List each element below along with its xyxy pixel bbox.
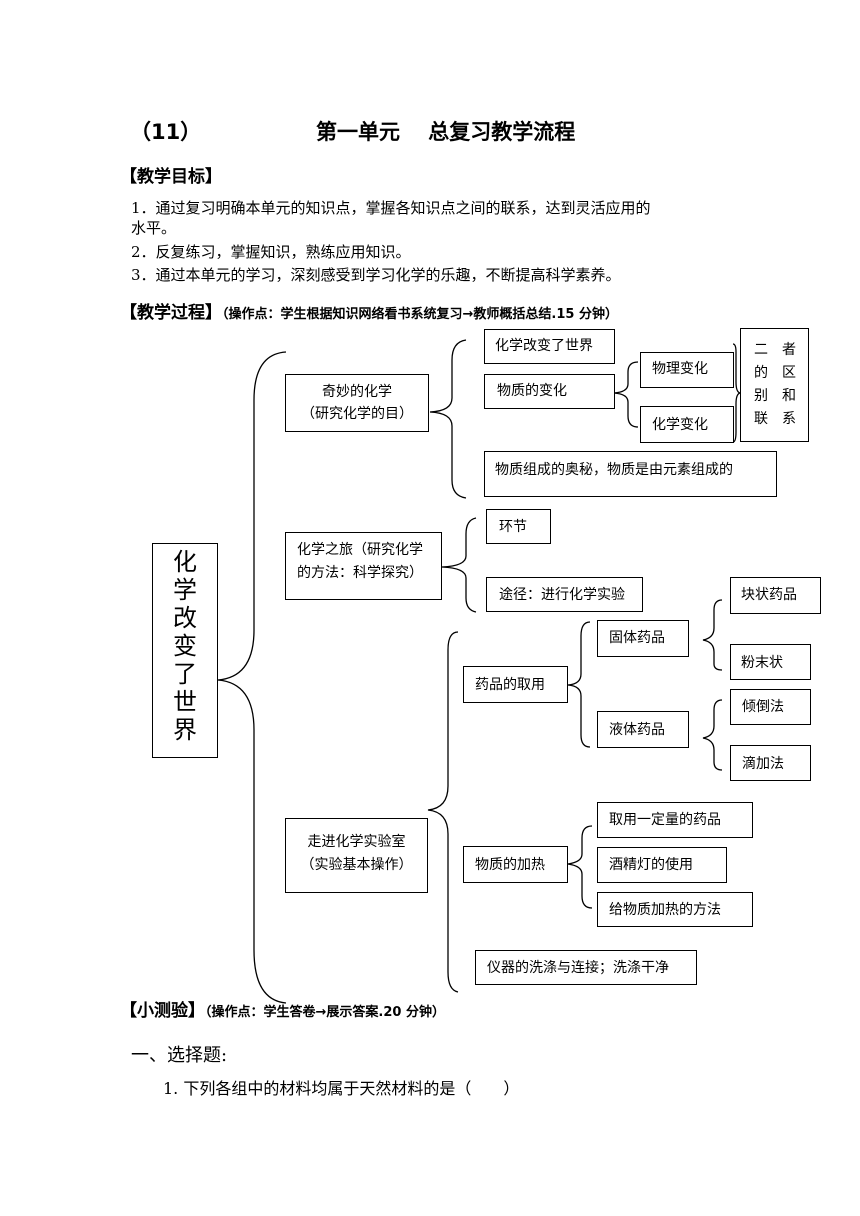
node-heating: 物质的加热	[463, 846, 568, 883]
root-char: 界	[173, 716, 197, 744]
objective-item: 1．通过复习明确本单元的知识点，掌握各知识点之间的联系，达到灵活应用的	[131, 199, 651, 217]
node-liquid-reagent: 液体药品	[597, 711, 689, 748]
quiz-heading-label: 【小测验】	[120, 1001, 205, 1021]
branch-chemistry-journey: 化学之旅（研究化学 的方法：科学探究）	[285, 532, 442, 600]
quiz-section-title: 一、选择题:	[131, 1045, 228, 1066]
branch3-line1: 走进化学实验室	[307, 834, 406, 850]
root-char: 化	[173, 548, 197, 576]
node-matter-change: 物质的变化	[484, 374, 615, 409]
process-note: （操作点：学生根据知识网络看书系统复习→教师概括总结.15 分钟）	[222, 307, 618, 322]
node-heating-method: 给物质加热的方法	[597, 892, 753, 927]
root-char: 改	[173, 604, 197, 632]
node-drop-method: 滴加法	[730, 745, 811, 781]
branch2-line1: 化学之旅（研究化学	[297, 542, 423, 558]
root-char: 世	[173, 688, 197, 716]
node-solid-reagent: 固体药品	[597, 620, 689, 657]
quiz-question: 1. 下列各组中的材料均属于天然材料的是（ ）	[163, 1079, 520, 1098]
process-heading-label: 【教学过程】	[120, 303, 222, 323]
quiz-heading: 【小测验】（操作点：学生答卷→展示答案.20 分钟）	[120, 996, 445, 1021]
lesson-number: （11）	[130, 120, 202, 144]
branch1-line1: 奇妙的化学	[322, 384, 392, 400]
process-heading: 【教学过程】（操作点：学生根据知识网络看书系统复习→教师概括总结.15 分钟）	[120, 298, 618, 323]
objective-item: 3．通过本单元的学习，深刻感受到学习化学的乐趣，不断提高科学素养。	[131, 266, 621, 284]
objectives-heading: 【教学目标】	[120, 167, 222, 187]
node-matter-composition: 物质组成的奥秘，物质是由元素组成的	[484, 451, 777, 497]
root-char: 学	[173, 576, 197, 604]
node-difference-relation: 二 者 的 区 别 和 联 系	[740, 328, 809, 442]
branch-into-lab: 走进化学实验室 （实验基本操作）	[285, 818, 428, 893]
objective-item: 2．反复练习，掌握知识，熟练应用知识。	[131, 243, 411, 261]
branch2-line2: 的方法：科学探究）	[297, 565, 423, 581]
branch-wonderful-chemistry: 奇妙的化学 （研究化学的目）	[285, 374, 429, 432]
page-title: 第一单元 总复习教学流程	[316, 120, 576, 144]
node-link: 环节	[486, 509, 551, 544]
node-chemistry-changes-world: 化学改变了世界	[484, 329, 615, 364]
node-wash-connect: 仪器的洗涤与连接；洗涤干净	[475, 950, 697, 985]
objective-item: 水平。	[131, 219, 177, 237]
node-physical-change: 物理变化	[640, 352, 734, 388]
node-measured-reagent: 取用一定量的药品	[597, 802, 753, 838]
node-alcohol-lamp: 酒精灯的使用	[597, 847, 727, 883]
root-char: 变	[173, 632, 197, 660]
mindmap-root: 化 学 改 变 了 世 界	[152, 543, 218, 758]
node-take-reagent: 药品的取用	[463, 666, 568, 703]
node-pour-method: 倾倒法	[730, 689, 811, 725]
root-char: 了	[173, 660, 197, 688]
branch1-line2: （研究化学的目）	[301, 406, 413, 422]
node-chemical-change: 化学变化	[640, 406, 734, 443]
branch3-line2: （实验基本操作）	[300, 857, 413, 873]
node-block-reagent: 块状药品	[730, 577, 821, 614]
node-powder: 粉末状	[730, 644, 811, 680]
node-experiment-way: 途径：进行化学实验	[486, 577, 643, 612]
quiz-note: （操作点：学生答卷→展示答案.20 分钟）	[205, 1005, 445, 1020]
